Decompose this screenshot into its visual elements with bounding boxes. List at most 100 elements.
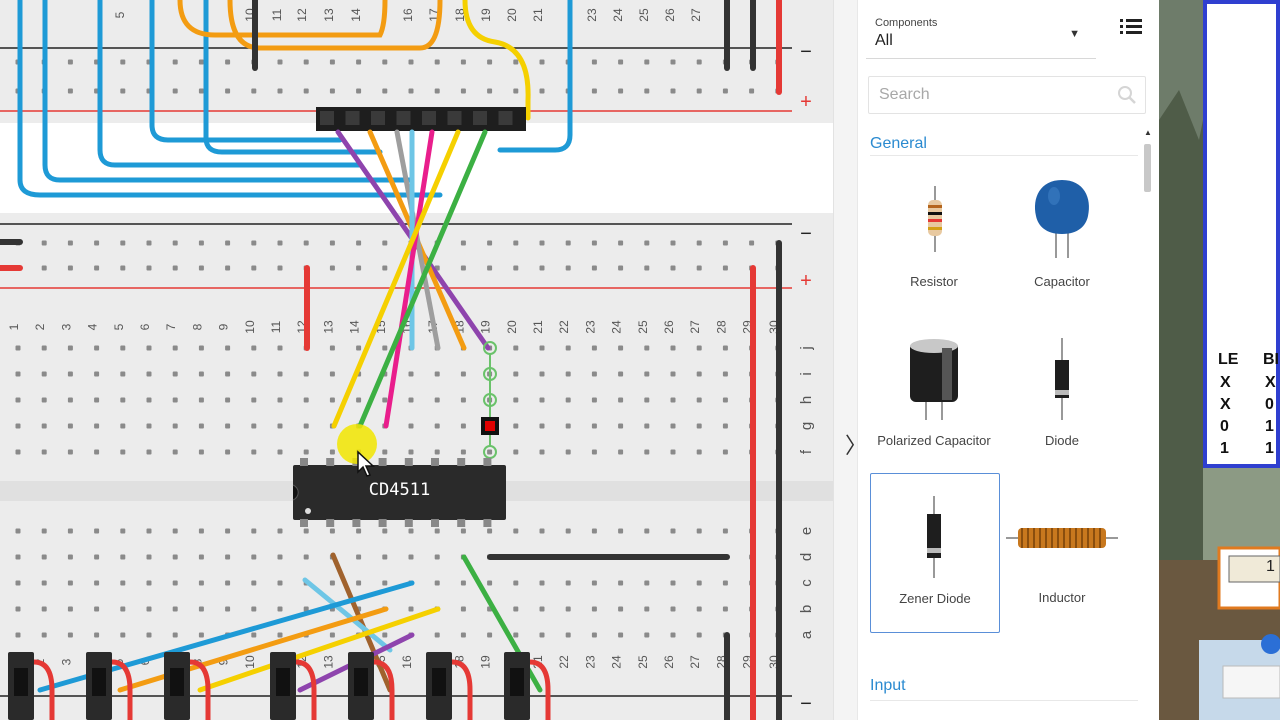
breadboard-hole — [172, 240, 178, 246]
breadboard-hole — [277, 88, 283, 94]
breadboard-hole — [225, 580, 231, 586]
jumper-wire — [330, 552, 393, 693]
row-letter: e — [798, 527, 815, 535]
breadboard-hole — [644, 240, 650, 246]
breadboard-hole — [591, 59, 597, 65]
component-capacitor[interactable]: Capacitor — [998, 160, 1126, 318]
breadboard-hole — [15, 606, 21, 612]
breadboard-hole — [120, 265, 126, 271]
jumper-wire — [373, 659, 395, 720]
breadboard-hole — [722, 88, 728, 94]
breadboard-hole — [172, 528, 178, 534]
breadboard-hole — [644, 606, 650, 612]
breadboard-hole — [41, 606, 47, 612]
truth-table-window: LE BI X X X 0 0 1 1 1 — [1203, 0, 1280, 468]
search-box[interactable] — [868, 76, 1146, 114]
column-number: 16 — [400, 655, 414, 669]
breadboard-hole — [303, 59, 309, 65]
column-number: 1 — [7, 323, 21, 330]
breadboard-hole — [670, 345, 676, 351]
breadboard-hole — [172, 632, 178, 638]
breadboard-hole — [356, 397, 362, 403]
breadboard-hole — [198, 528, 204, 534]
breadboard-hole — [172, 423, 178, 429]
component-polarized-capacitor[interactable]: Polarized Capacitor — [870, 318, 998, 476]
breadboard-hole — [408, 371, 414, 377]
jumper-wire — [111, 659, 133, 720]
breadboard-hole — [41, 345, 47, 351]
breadboard-hole — [539, 449, 545, 455]
breadboard-hole — [487, 88, 493, 94]
breadboard-hole — [539, 371, 545, 377]
search-icon[interactable] — [1117, 85, 1137, 105]
section-general[interactable]: General — [870, 135, 927, 152]
breadboard-hole — [513, 397, 519, 403]
breadboard-hole — [408, 554, 414, 560]
breadboard-hole — [696, 240, 702, 246]
column-number: 13 — [321, 320, 335, 334]
mouse-cursor-icon — [357, 450, 375, 477]
breadboard-hole — [277, 554, 283, 560]
panel-scrollbar[interactable]: ▲ — [1141, 126, 1154, 720]
breadboard-hole — [591, 449, 597, 455]
breadboard-hole — [382, 632, 388, 638]
breadboard-hole — [172, 265, 178, 271]
header-pin — [345, 111, 360, 125]
breadboard-hole — [618, 371, 624, 377]
breadboard-hole — [172, 59, 178, 65]
breadboard-hole — [198, 632, 204, 638]
breadboard-hole — [670, 240, 676, 246]
ic-pin — [457, 458, 466, 466]
breadboard-hole — [67, 449, 73, 455]
breadboard-hole — [644, 580, 650, 586]
ic-pin — [378, 458, 387, 466]
component-label: Zener Diode — [899, 591, 971, 606]
breadboard-hole — [41, 580, 47, 586]
breadboard-hole — [644, 345, 650, 351]
dip-switch-lever — [354, 668, 368, 696]
column-number: 27 — [688, 320, 702, 334]
ic-pin — [431, 519, 439, 527]
breadboard-hole — [408, 88, 414, 94]
scroll-up-arrow-icon[interactable]: ▲ — [1144, 128, 1152, 137]
components-dropdown[interactable]: Components All ▼ — [866, 8, 1096, 59]
jumper-wire — [302, 577, 393, 653]
row-letter: j — [798, 346, 815, 350]
header-pin — [422, 111, 436, 125]
breadboard-hole — [67, 528, 73, 534]
panel-gutter — [833, 0, 858, 720]
breadboard-hole — [513, 265, 519, 271]
breadboard-hole — [618, 423, 624, 429]
breadboard-hole — [382, 240, 388, 246]
component-zener-diode[interactable]: Zener Diode — [870, 473, 1000, 633]
breadboard-hole — [356, 240, 362, 246]
section-input[interactable]: Input — [870, 677, 906, 694]
column-number: 7 — [164, 323, 178, 330]
breadboard-hole — [120, 88, 126, 94]
chip-label: CD4511 — [368, 480, 431, 500]
breadboard-hole — [696, 580, 702, 586]
scroll-thumb[interactable] — [1144, 144, 1151, 192]
component-resistor[interactable]: Resistor — [870, 160, 998, 318]
breadboard-hole — [618, 397, 624, 403]
column-number: 19 — [479, 655, 493, 669]
breadboard-hole — [277, 606, 283, 612]
breadboard-hole — [644, 265, 650, 271]
breadboard-hole — [460, 265, 466, 271]
breadboard-hole — [487, 59, 493, 65]
component-diode[interactable]: Diode — [998, 318, 1126, 476]
search-input[interactable] — [877, 85, 1111, 105]
jumper-wire — [17, 0, 443, 198]
component-inductor[interactable]: Inductor — [998, 473, 1126, 631]
breadboard-hole — [382, 397, 388, 403]
list-view-icon[interactable] — [1120, 18, 1142, 36]
breadboard-hole — [460, 423, 466, 429]
breadboard-hole — [67, 240, 73, 246]
column-number: 25 — [637, 8, 651, 22]
breadboard-hole — [251, 240, 257, 246]
breadboard-hole — [487, 240, 493, 246]
jumper-wire — [227, 0, 443, 51]
breadboard-hole — [408, 449, 414, 455]
